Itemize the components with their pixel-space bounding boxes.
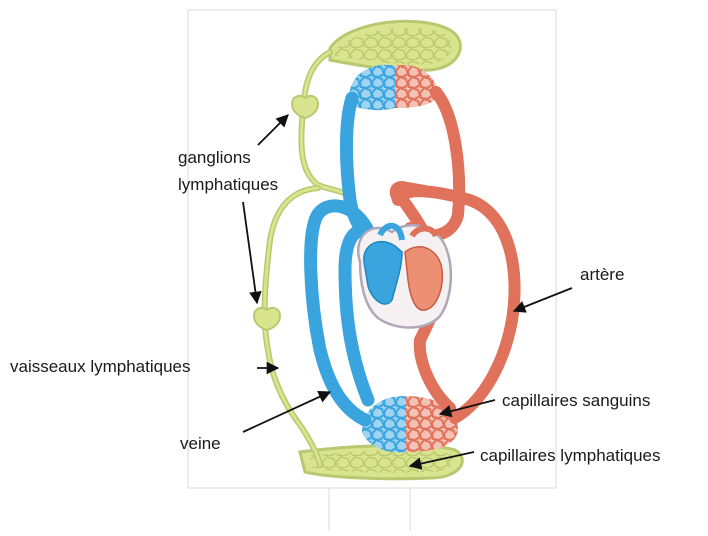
heart [358, 225, 451, 327]
label-capillaires-lymphatiques: capillaires lymphatiques [480, 446, 660, 466]
lower-lymph-capillary-bed [300, 445, 462, 479]
label-veine: veine [180, 434, 221, 454]
label-lymphatiques: lymphatiques [178, 175, 278, 195]
label-capillaires-sanguins: capillaires sanguins [502, 391, 650, 411]
label-ganglions: ganglions [178, 148, 251, 168]
label-artere: artère [580, 265, 624, 285]
label-vaisseaux-lymphatiques: vaisseaux lymphatiques [10, 357, 190, 377]
